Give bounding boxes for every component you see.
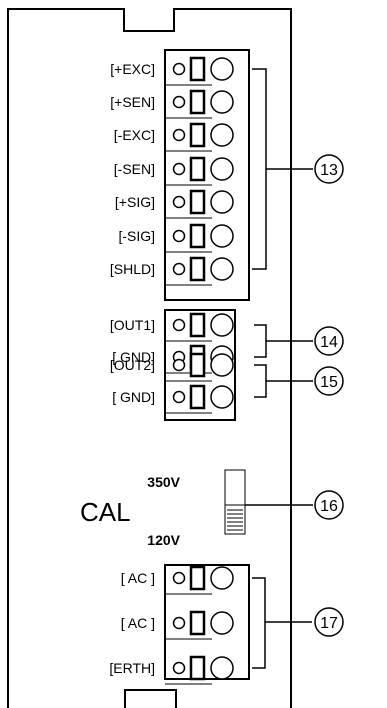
terminal-row: [SHLD] [110, 256, 234, 286]
wire-entry-hole [172, 390, 186, 404]
wire-entry-hole [172, 195, 186, 209]
wire-entry-hole [172, 229, 186, 243]
clamp-screw[interactable] [210, 611, 234, 635]
release-lever[interactable] [189, 565, 206, 591]
terminal-row: [+EXC] [110, 56, 234, 86]
release-lever[interactable] [189, 122, 206, 148]
clamp-screw[interactable] [210, 257, 234, 281]
wire-entry-hole [172, 616, 186, 630]
terminal-label: [OUT1] [110, 317, 155, 333]
cal-upper-setting: 350V [147, 474, 180, 490]
wire-entry-hole [172, 262, 186, 276]
callout-13: 13 [314, 154, 344, 184]
terminal-label: [+SEN] [110, 94, 155, 110]
release-lever[interactable] [189, 56, 206, 82]
clamp-screw[interactable] [210, 190, 234, 214]
terminal-row: [OUT2] [110, 352, 234, 382]
wire-entry-hole [172, 358, 186, 372]
wire-entry-hole [172, 162, 186, 176]
clamp-screw[interactable] [210, 656, 234, 680]
callout-15: 15 [314, 366, 344, 396]
bracket-15 [254, 364, 313, 398]
bracket-14 [254, 324, 313, 358]
terminal-label: [ERTH] [109, 660, 155, 676]
terminal-row: [-EXC] [114, 122, 234, 152]
release-lever[interactable] [189, 610, 206, 636]
terminal-row: [+SEN] [110, 89, 234, 119]
release-lever[interactable] [189, 384, 206, 410]
clamp-screw[interactable] [210, 313, 234, 337]
terminal-label: [SHLD] [110, 261, 155, 277]
clamp-screw[interactable] [210, 90, 234, 114]
bracket-17 [252, 577, 312, 669]
cal-label: CAL [80, 497, 131, 527]
terminal-row: [-SEN] [114, 156, 234, 186]
release-lever[interactable] [189, 312, 206, 338]
terminal-block-sensor [164, 49, 250, 301]
clamp-screw[interactable] [210, 57, 234, 81]
clamp-screw[interactable] [210, 385, 234, 409]
terminal-label: [-EXC] [114, 127, 155, 143]
wire-entry-hole [172, 318, 186, 332]
release-lever[interactable] [189, 156, 206, 182]
wire-entry-hole [172, 62, 186, 76]
cal-lower-setting: 120V [147, 532, 180, 548]
release-lever[interactable] [189, 352, 206, 378]
terminal-row: [ERTH] [109, 655, 234, 685]
wire-entry-hole [172, 95, 186, 109]
cal-switch-knob [224, 504, 246, 535]
release-lever[interactable] [189, 189, 206, 215]
terminal-row: [-SIG] [118, 223, 234, 253]
terminal-label: [ AC ] [121, 615, 155, 631]
callout-16: 16 [314, 490, 344, 520]
wire-entry-hole [172, 661, 186, 675]
bracket-13 [252, 68, 313, 270]
terminal-label: [-SIG] [118, 228, 155, 244]
callout-17: 17 [314, 607, 344, 637]
terminal-block-output [164, 309, 236, 421]
terminal-label: [ AC ] [121, 570, 155, 586]
release-lever[interactable] [189, 256, 206, 282]
clamp-screw[interactable] [210, 566, 234, 590]
terminal-label: [-SEN] [114, 161, 155, 177]
terminal-row: [ GND] [112, 384, 234, 414]
release-lever[interactable] [189, 89, 206, 115]
callout-15-number: 15 [320, 374, 338, 391]
terminal-label: [+EXC] [110, 61, 155, 77]
clamp-screw[interactable] [210, 353, 234, 377]
callout-14: 14 [314, 326, 344, 356]
terminal-label: [+SIG] [115, 194, 155, 210]
clamp-screw[interactable] [210, 157, 234, 181]
terminal-row: [OUT1] [110, 312, 234, 342]
clamp-screw[interactable] [210, 224, 234, 248]
clamp-screw[interactable] [210, 123, 234, 147]
wire-entry-hole [172, 128, 186, 142]
terminal-row: [ AC ] [121, 610, 234, 640]
terminal-row: [+SIG] [115, 189, 234, 219]
wire-entry-hole [172, 571, 186, 585]
callout-14-number: 14 [320, 334, 338, 351]
module-outline [7, 8, 292, 708]
terminal-block-power [164, 564, 250, 680]
callout-16-number: 16 [320, 498, 338, 515]
callout-13-number: 13 [320, 162, 338, 179]
release-lever[interactable] [189, 223, 206, 249]
bottom-notch [124, 689, 177, 708]
release-lever[interactable] [189, 655, 206, 681]
terminal-label: [ GND] [112, 349, 155, 365]
terminal-label: [OUT2] [110, 357, 155, 373]
terminal-row: [ AC ] [121, 565, 234, 595]
terminal-rows: [+EXC] [+SEN] [-EXC] [-SEN] [+SIG] [-SIG] [SHL… [109, 56, 234, 685]
callout-17-number: 17 [320, 615, 338, 632]
terminal-label: [ GND] [112, 389, 155, 405]
